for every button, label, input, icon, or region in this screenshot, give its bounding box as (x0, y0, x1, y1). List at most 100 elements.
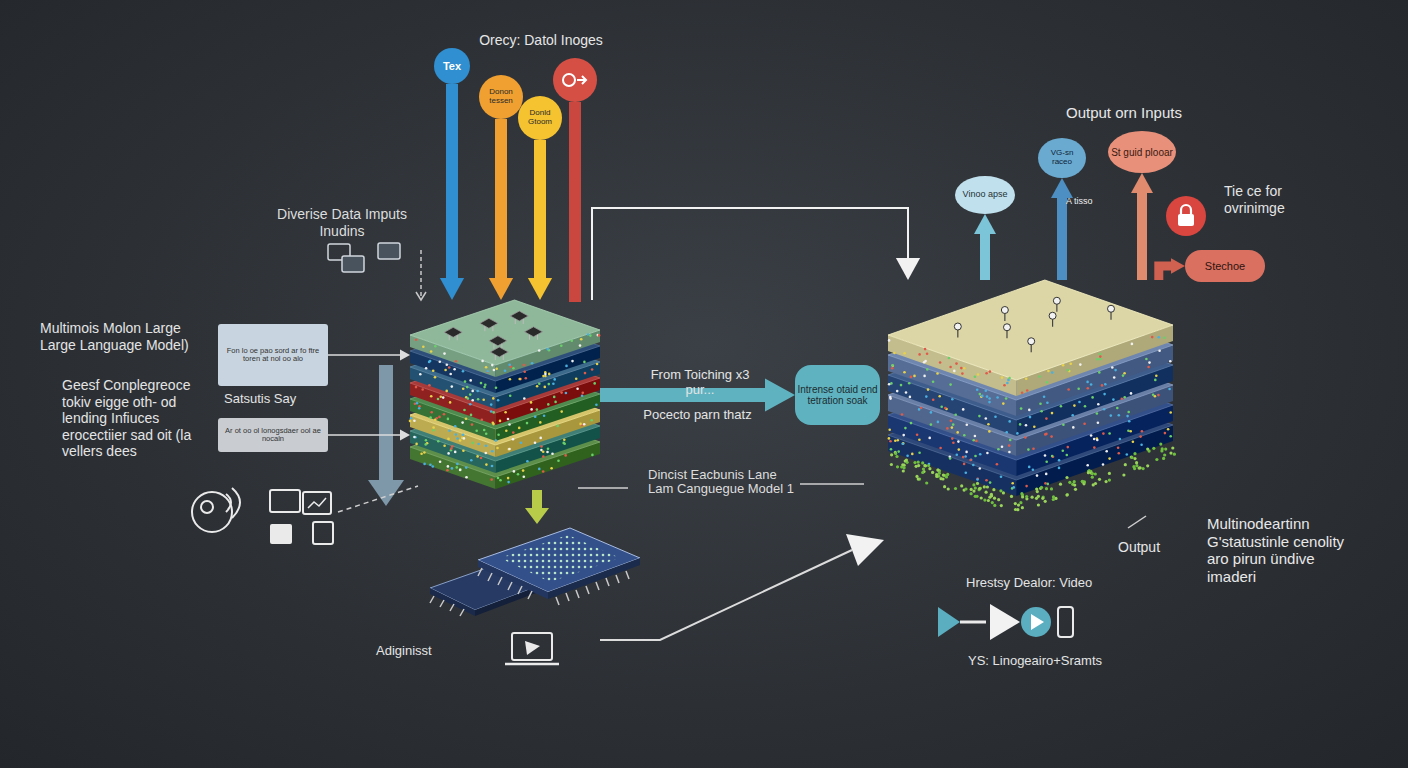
layer-speck (952, 423, 955, 426)
connector-line (980, 233, 990, 280)
layer-speck (517, 473, 520, 476)
layer-speck (547, 403, 550, 406)
fringe-speck (943, 485, 946, 488)
layer-speck (1126, 453, 1129, 456)
text-label: Diverise Data Imputs Inudins (262, 206, 422, 239)
layer-speck (504, 411, 507, 414)
fringe-speck (1031, 496, 1034, 499)
chip-on-layer (510, 311, 528, 321)
layer-speck (1097, 422, 1100, 425)
layer-speck (434, 376, 437, 379)
connector-line (328, 354, 401, 356)
node-shape (1108, 131, 1176, 173)
chart-icon (303, 492, 331, 514)
layer-speck (563, 443, 566, 446)
layer-speck (1091, 396, 1094, 399)
text-label: Geesf Conplegreoce tokiv eigge oth- od l… (62, 377, 212, 460)
layer-speck (1118, 452, 1121, 455)
layer-speck (595, 404, 598, 407)
layer-speck (540, 445, 543, 448)
connector-arrow (528, 140, 552, 300)
layer-speck (416, 402, 419, 405)
layer-speck (449, 373, 452, 376)
layer-speck (1128, 420, 1131, 423)
text-label: YS: Linogeairo+Sramts (968, 653, 1128, 668)
layer-speck (977, 373, 980, 376)
layer-speck (475, 429, 478, 432)
lock-icon-circle (1166, 196, 1206, 236)
layer-speck (485, 433, 488, 436)
layer-speck (903, 352, 906, 355)
icon-glyph (577, 76, 586, 84)
layer-speck (1051, 412, 1054, 415)
layer-speck (924, 348, 927, 351)
layer-speck (518, 427, 521, 430)
layer-speck (1045, 461, 1048, 464)
layer-speck (490, 478, 493, 481)
layer-speck (1032, 448, 1035, 451)
layer-speck (952, 441, 955, 444)
layer-speck (463, 409, 466, 412)
input-circle: Tex (434, 48, 470, 84)
connector-line (592, 208, 908, 300)
down-arrow (379, 365, 393, 483)
fringe-speck (896, 465, 899, 468)
layer-speck (471, 442, 474, 445)
layer-speck (459, 469, 462, 472)
layer-speck (903, 371, 906, 374)
input-bar (569, 102, 581, 302)
layer-speck (536, 385, 539, 388)
layer-speck (512, 438, 515, 441)
connector-line (1057, 197, 1067, 280)
layer-speck (902, 434, 905, 437)
layer-speck (1029, 416, 1032, 419)
arrow-head (974, 214, 996, 234)
layer-speck (423, 451, 426, 454)
layer-speck (997, 448, 1000, 451)
fringe-speck (1130, 456, 1133, 459)
layer-speck (523, 364, 526, 367)
layer-speck (469, 379, 472, 382)
layer-speck (519, 378, 522, 381)
fringe-speck (931, 471, 934, 474)
fringe-speck (1163, 453, 1166, 456)
layer-speck (974, 375, 977, 378)
icon-glyph (563, 74, 575, 86)
layer-speck (908, 382, 911, 385)
layer-speck (538, 468, 541, 471)
layer-speck (557, 459, 560, 462)
pin-head (1028, 338, 1035, 345)
layer-speck (944, 407, 947, 410)
fringe-speck (1122, 473, 1125, 476)
layer-speck (438, 416, 441, 419)
layer-speck (542, 375, 545, 378)
fringe-speck (1065, 494, 1068, 497)
layer-speck (421, 388, 424, 391)
fringe-speck (917, 478, 920, 481)
layer-speck (448, 430, 451, 433)
layer-speck (975, 440, 978, 443)
person-icon (201, 501, 213, 513)
layer-speck (901, 413, 904, 416)
layer-speck (928, 437, 931, 440)
chip-pins (495, 355, 503, 360)
layer-speck (437, 398, 440, 401)
layer-speck (415, 339, 418, 342)
layer-speck (482, 398, 485, 401)
layer-speck (425, 367, 428, 370)
layer-speck (1155, 374, 1158, 377)
layer-speck (454, 451, 457, 454)
output-stack: Output (888, 280, 1173, 510)
node-shape (518, 96, 562, 140)
layer-speck (1110, 414, 1113, 417)
fringe-speck (1142, 467, 1145, 470)
fringe-speck (974, 495, 977, 498)
layer-speck (440, 396, 443, 399)
fringe-speck (1052, 495, 1055, 498)
layer-speck (1169, 411, 1172, 414)
play-icon (1021, 607, 1051, 637)
chat-icon (342, 256, 364, 272)
layer-speck (1046, 402, 1049, 405)
fringe-speck (900, 465, 903, 468)
node-text: Stechoe (1205, 260, 1245, 272)
